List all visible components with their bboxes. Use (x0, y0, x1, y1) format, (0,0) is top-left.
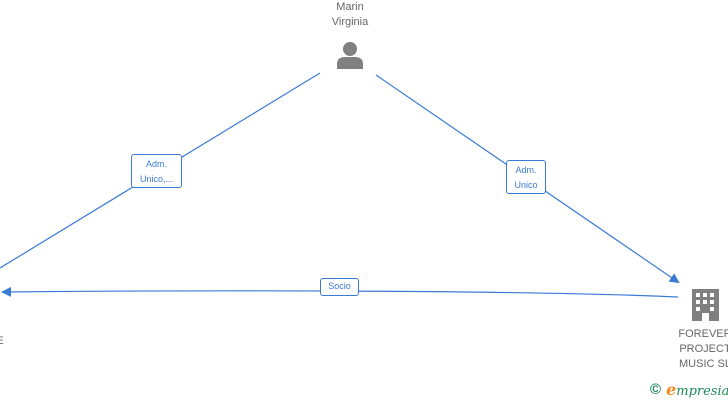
company-right-line3: MUSIC SL (679, 358, 728, 370)
person-name-line1: Marin (336, 1, 364, 13)
company-left-label-fragment[interactable]: E (0, 334, 7, 349)
company-left-fragment: E (0, 334, 7, 349)
building-icon[interactable] (692, 289, 719, 321)
edge-label-person-right-line2: Unico (514, 180, 538, 190)
edge-label-person-left[interactable]: Adm. Unico,... (131, 154, 182, 188)
brand-watermark: © empresia (650, 378, 728, 400)
brand-logo: empresia (666, 379, 728, 399)
person-icon[interactable] (337, 42, 363, 69)
company-right-label[interactable]: FOREVER PROJECT MUSIC SL (670, 327, 728, 372)
edge-label-person-right[interactable]: Adm. Unico (506, 160, 546, 194)
person-name-label[interactable]: Marin Virginia (318, 0, 382, 30)
copyright-icon: © (650, 380, 662, 398)
edge-label-person-right-line1: Adm. (515, 165, 537, 175)
edge-label-socio[interactable]: Socio (320, 278, 359, 296)
edge-label-person-left-line2: Unico,... (139, 174, 173, 184)
company-right-line1: FOREVER (678, 328, 728, 340)
company-right-line2: PROJECT (679, 343, 728, 355)
edge-label-socio-text: Socio (328, 281, 351, 291)
edge-label-person-left-line1: Adm. (145, 159, 167, 169)
person-name-line2: Virginia (331, 16, 369, 28)
